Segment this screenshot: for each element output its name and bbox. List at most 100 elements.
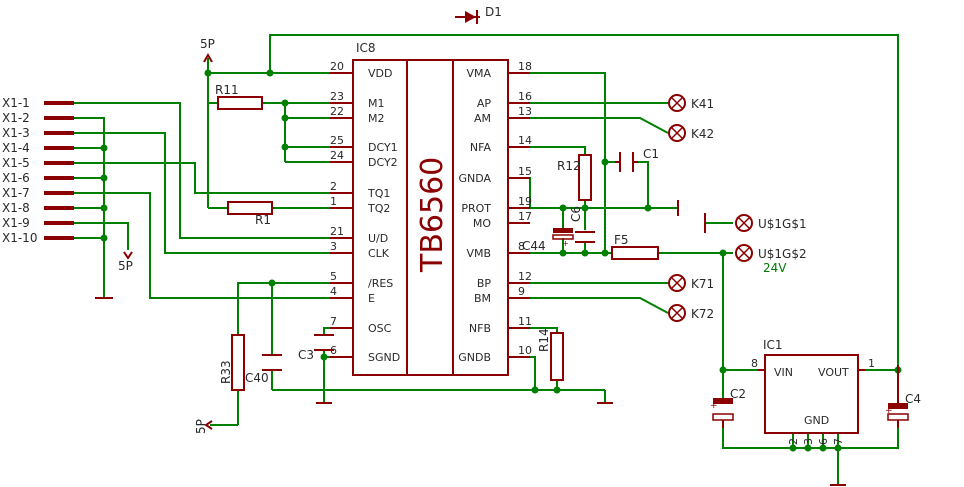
connector-pin-label: X1-6: [2, 171, 30, 185]
ic8-pin-name: AM: [474, 112, 491, 125]
connector-pin: X1-7: [2, 186, 74, 200]
svg-text:+: +: [562, 239, 569, 248]
ic8-pin-number: 11: [518, 315, 532, 328]
c1-ref: C1: [643, 147, 659, 161]
ic8-right-pins: 18VMA16AP13AM14NFA15GNDA19PROT17MO8VMB12…: [458, 60, 532, 364]
connector-pin-label: X1-10: [2, 231, 37, 245]
ic1-ref: IC1: [763, 338, 783, 352]
resistors: [217, 96, 592, 391]
ic8-pin-number: 3: [330, 240, 337, 253]
ic8-pin-number: 10: [518, 344, 532, 357]
ic8-pin-name: GNDA: [458, 172, 491, 185]
connector-pin-label: X1-9: [2, 216, 30, 230]
output-terminal: U$1G$1: [735, 214, 807, 232]
r12-body: [578, 154, 592, 201]
svg-text:+: +: [710, 401, 718, 411]
c44-ref: C44: [522, 239, 546, 253]
ic8-pin-name: BP: [477, 277, 492, 290]
output-terminal-label: U$1G$2: [758, 247, 807, 261]
diode-d1: [455, 10, 480, 24]
ic1-gnd-pin-number: 6: [817, 438, 830, 445]
power-label-bottom: 5P: [194, 419, 208, 434]
ic8-pin-number: 21: [330, 225, 344, 238]
output-terminal-label: K41: [691, 97, 714, 111]
f5-ref: F5: [614, 233, 629, 247]
ic8-pin-name: DCY1: [368, 141, 398, 154]
ic8-pin: 4E: [330, 285, 375, 305]
ic1-vin-label: VIN: [774, 366, 793, 379]
r33-body: [231, 334, 245, 391]
cap-c40: [262, 354, 282, 371]
ic8-pin-number: 19: [518, 195, 532, 208]
cap-c1: [615, 152, 638, 172]
ic8-pin-number: 12: [518, 270, 532, 283]
connector-pin-label: X1-3: [2, 126, 30, 140]
ic8-pin-name: VDD: [368, 67, 392, 80]
connector-pin-label: X1-1: [2, 96, 30, 110]
ic8-ref: IC8: [356, 41, 376, 55]
ic1-regulator: [758, 354, 865, 434]
ic1-vin-num: 8: [751, 357, 758, 370]
power-label-mid: 5P: [118, 259, 133, 273]
connector-pin-label: X1-8: [2, 201, 30, 215]
output-terminal-label: K42: [691, 127, 714, 141]
ic8-pin-number: 14: [518, 134, 532, 147]
ic8-pin-number: 8: [518, 240, 525, 253]
ic8-pin-name: BM: [474, 292, 491, 305]
connector-pin: X1-6: [2, 171, 74, 185]
output-terminal: U$1G$2: [735, 244, 807, 262]
cap-c4: +: [885, 365, 909, 428]
r1-body: [227, 201, 273, 215]
fuse-f5: [611, 246, 659, 260]
r11-body: [217, 96, 263, 110]
r14-body: [550, 332, 564, 381]
c2-ref: C2: [730, 387, 746, 401]
ic8-pin: 9BM: [474, 285, 530, 305]
ic8-pin-number: 7: [330, 315, 337, 328]
output-terminal: K71: [668, 274, 714, 292]
ic8-pin-number: 25: [330, 134, 344, 147]
ic8-pin-name: NFB: [469, 322, 491, 335]
ground-symbols: [95, 200, 846, 486]
c4-ref: C4: [905, 392, 921, 406]
r14-ref: R14: [537, 328, 551, 352]
c3-ref: C3: [298, 348, 314, 362]
output-terminal-label: K71: [691, 277, 714, 291]
power-arrows: [123, 52, 213, 430]
ic8-pin-number: 1: [330, 195, 337, 208]
r1-ref: R1: [255, 213, 271, 227]
ic8-pin-name: CLK: [368, 247, 390, 260]
r11-ref: R11: [215, 83, 239, 97]
ic8-tb6560: IC8 TB6560: [352, 41, 509, 376]
connector-pin: X1-8: [2, 201, 74, 215]
ic8-pin-name: VMB: [466, 247, 491, 260]
connector-pin: X1-4: [2, 141, 74, 155]
connector-pin: X1-5: [2, 156, 74, 170]
cap-c3: [314, 334, 334, 351]
ic8-pin-name: U/D: [368, 232, 388, 245]
ic8-pin-name: GNDB: [458, 351, 491, 364]
ic8-left-pins: 20VDD23M122M225DCY124DCY22TQ11TQ221U/D3C…: [330, 60, 400, 364]
ic8-pin-number: 17: [518, 210, 532, 223]
ic8-pin-number: 22: [330, 105, 344, 118]
ic8-pin-number: 18: [518, 60, 532, 73]
ic8-pin-number: 5: [330, 270, 337, 283]
output-terminal-label: U$1G$1: [758, 217, 807, 231]
ic8-pin-number: 4: [330, 285, 337, 298]
ic8-pin-name: M2: [368, 112, 385, 125]
ic8-pin-number: 2: [330, 180, 337, 193]
